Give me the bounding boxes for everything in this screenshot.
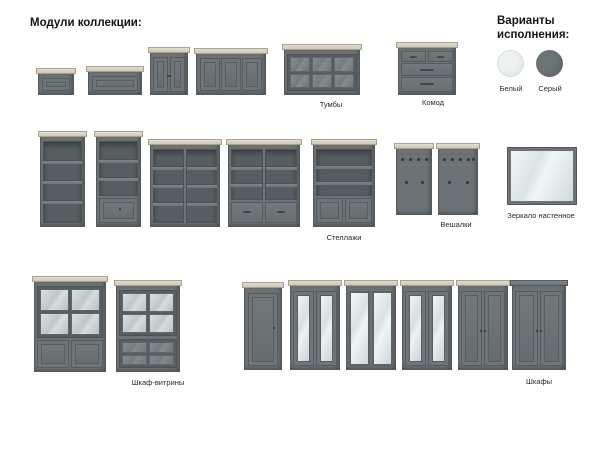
wood-top	[436, 143, 480, 149]
wardrobe-4-mirror-illustration	[400, 280, 454, 370]
modules-title: Модули коллекции:	[30, 17, 142, 29]
shelf-wide-with-drawers-illustration	[226, 139, 302, 227]
wood-top	[86, 66, 144, 72]
wood-top	[94, 131, 143, 137]
wood-top	[242, 282, 284, 288]
wood-top	[194, 48, 268, 54]
wood-top	[38, 131, 87, 137]
shelf-open-illustration	[38, 131, 87, 227]
wardrobe-5-illustration	[456, 280, 510, 370]
wardrobe-6-illustration	[510, 280, 568, 370]
wood-top	[36, 68, 76, 74]
shelf-open-with-door-illustration	[94, 131, 143, 227]
coat-rack-2-illustration	[436, 143, 480, 215]
bench-small-illustration	[36, 68, 76, 95]
variant-label-white: Белый	[499, 84, 523, 93]
gray-top	[510, 280, 568, 286]
coat-rack-1-illustration	[394, 143, 434, 215]
komod-illustration	[396, 42, 458, 95]
wardrobe-3-mirror-illustration	[344, 280, 398, 370]
variant-swatch-gray[interactable]	[536, 50, 563, 77]
wood-top	[148, 139, 222, 145]
shelf-wide-open-illustration	[148, 139, 222, 227]
wood-top	[282, 44, 362, 50]
wardrobe-2-mirror-illustration	[288, 280, 342, 370]
wardrobe-1-illustration	[242, 282, 284, 370]
group-label-shkafy: Шкафы	[525, 377, 553, 386]
wood-top	[344, 280, 398, 286]
group-label-veshalki: Вешалки	[440, 220, 472, 229]
group-label-komod: Комод	[421, 98, 445, 107]
tumba-glass-illustration	[282, 44, 362, 95]
wood-top	[394, 143, 434, 149]
wood-top	[288, 280, 342, 286]
wood-top	[456, 280, 510, 286]
cabinet-2door-illustration	[148, 47, 190, 95]
group-label-zerkalo: Зеркало настенное	[507, 211, 575, 220]
wood-top	[32, 276, 108, 282]
vitrine-2-illustration	[114, 280, 182, 372]
wood-top	[148, 47, 190, 53]
wood-top	[396, 42, 458, 48]
wood-top	[114, 280, 182, 286]
variants-title: Варианты исполнения:	[497, 15, 570, 42]
variant-label-gray: Серый	[538, 84, 562, 93]
sideboard-3door-illustration	[194, 48, 268, 95]
group-label-tumby: Тумбы	[319, 100, 343, 109]
group-label-stellazhi: Стеллажи	[326, 233, 362, 242]
wood-top	[400, 280, 454, 286]
variant-swatch-white[interactable]	[497, 50, 524, 77]
wood-top	[226, 139, 302, 145]
wood-top	[311, 139, 377, 145]
wall-mirror-illustration	[507, 147, 577, 205]
group-label-vitriny: Шкаф-витрины	[131, 378, 185, 387]
shelf-with-doors-illustration	[311, 139, 377, 227]
bench-wide-illustration	[86, 66, 144, 95]
vitrine-1-illustration	[32, 276, 108, 372]
